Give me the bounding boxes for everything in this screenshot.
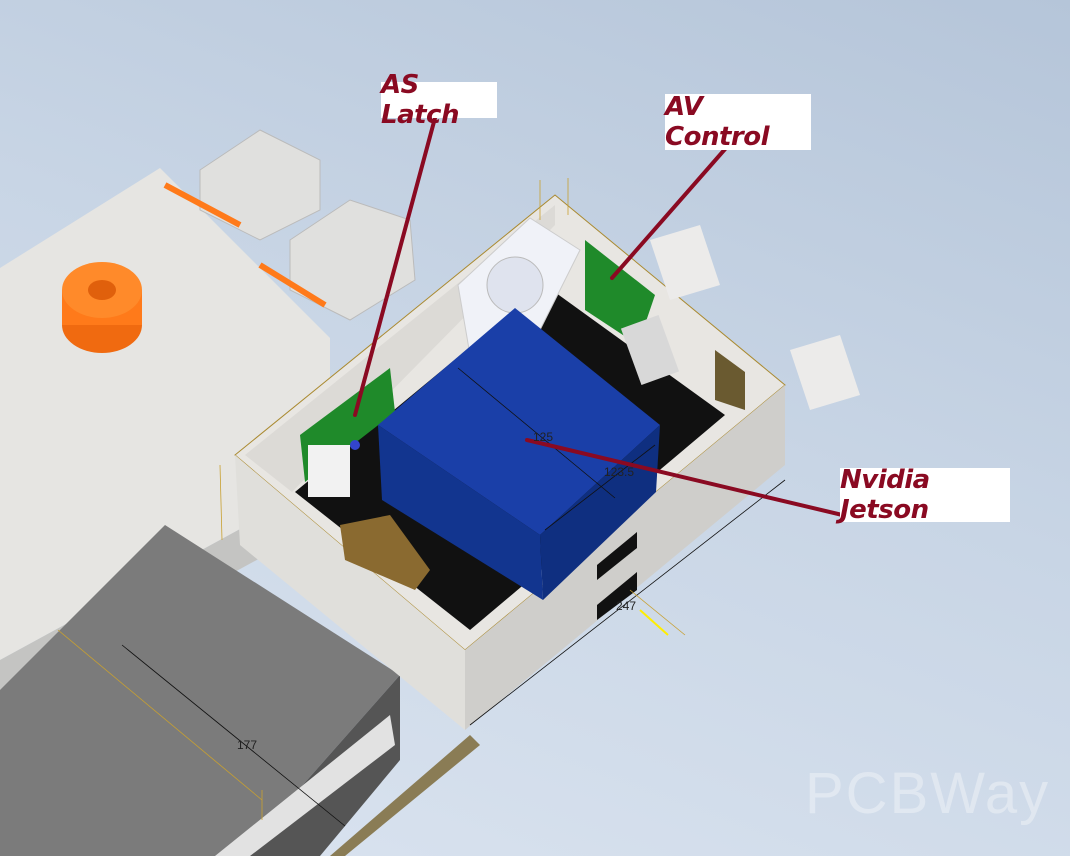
- dimension-125: 125: [533, 430, 554, 444]
- callout-av-control: AV Control: [665, 92, 811, 152]
- port-cutouts: [597, 350, 745, 620]
- dimension-247: 247: [616, 599, 637, 613]
- av-control-leader: [610, 138, 735, 280]
- heatsink-2: [790, 335, 860, 410]
- as-latch-leader: [353, 116, 437, 417]
- construction-lines: [57, 178, 686, 820]
- grey-box-top: [0, 525, 400, 856]
- connectors: [163, 129, 416, 321]
- nvidia-jetson-leader: [525, 438, 857, 520]
- leader-lines: [353, 116, 857, 520]
- as-latch-connector: [308, 445, 350, 497]
- dimension-lines: [121, 367, 786, 827]
- av-control-pcb: [585, 240, 655, 345]
- brown-component: [340, 515, 430, 590]
- jetson-box-right: [540, 425, 660, 600]
- dimension-177: 177: [237, 738, 258, 752]
- heatsink-1: [650, 225, 720, 300]
- enclosure-front-left: [235, 455, 465, 730]
- jetson-box-front: [378, 425, 543, 600]
- jetson-box-top: [378, 308, 660, 535]
- carbon-plate: [330, 735, 480, 856]
- callout-as-latch: AS Latch: [381, 70, 497, 130]
- grey-box-plate: [215, 715, 395, 856]
- callout-nvidia-jetson: Nvidia Jetson: [840, 465, 1010, 525]
- dimension-123-5: 123.5: [604, 465, 635, 479]
- fan: [457, 217, 581, 356]
- orange-part: [62, 262, 142, 353]
- watermark: PCBWay: [805, 761, 1051, 826]
